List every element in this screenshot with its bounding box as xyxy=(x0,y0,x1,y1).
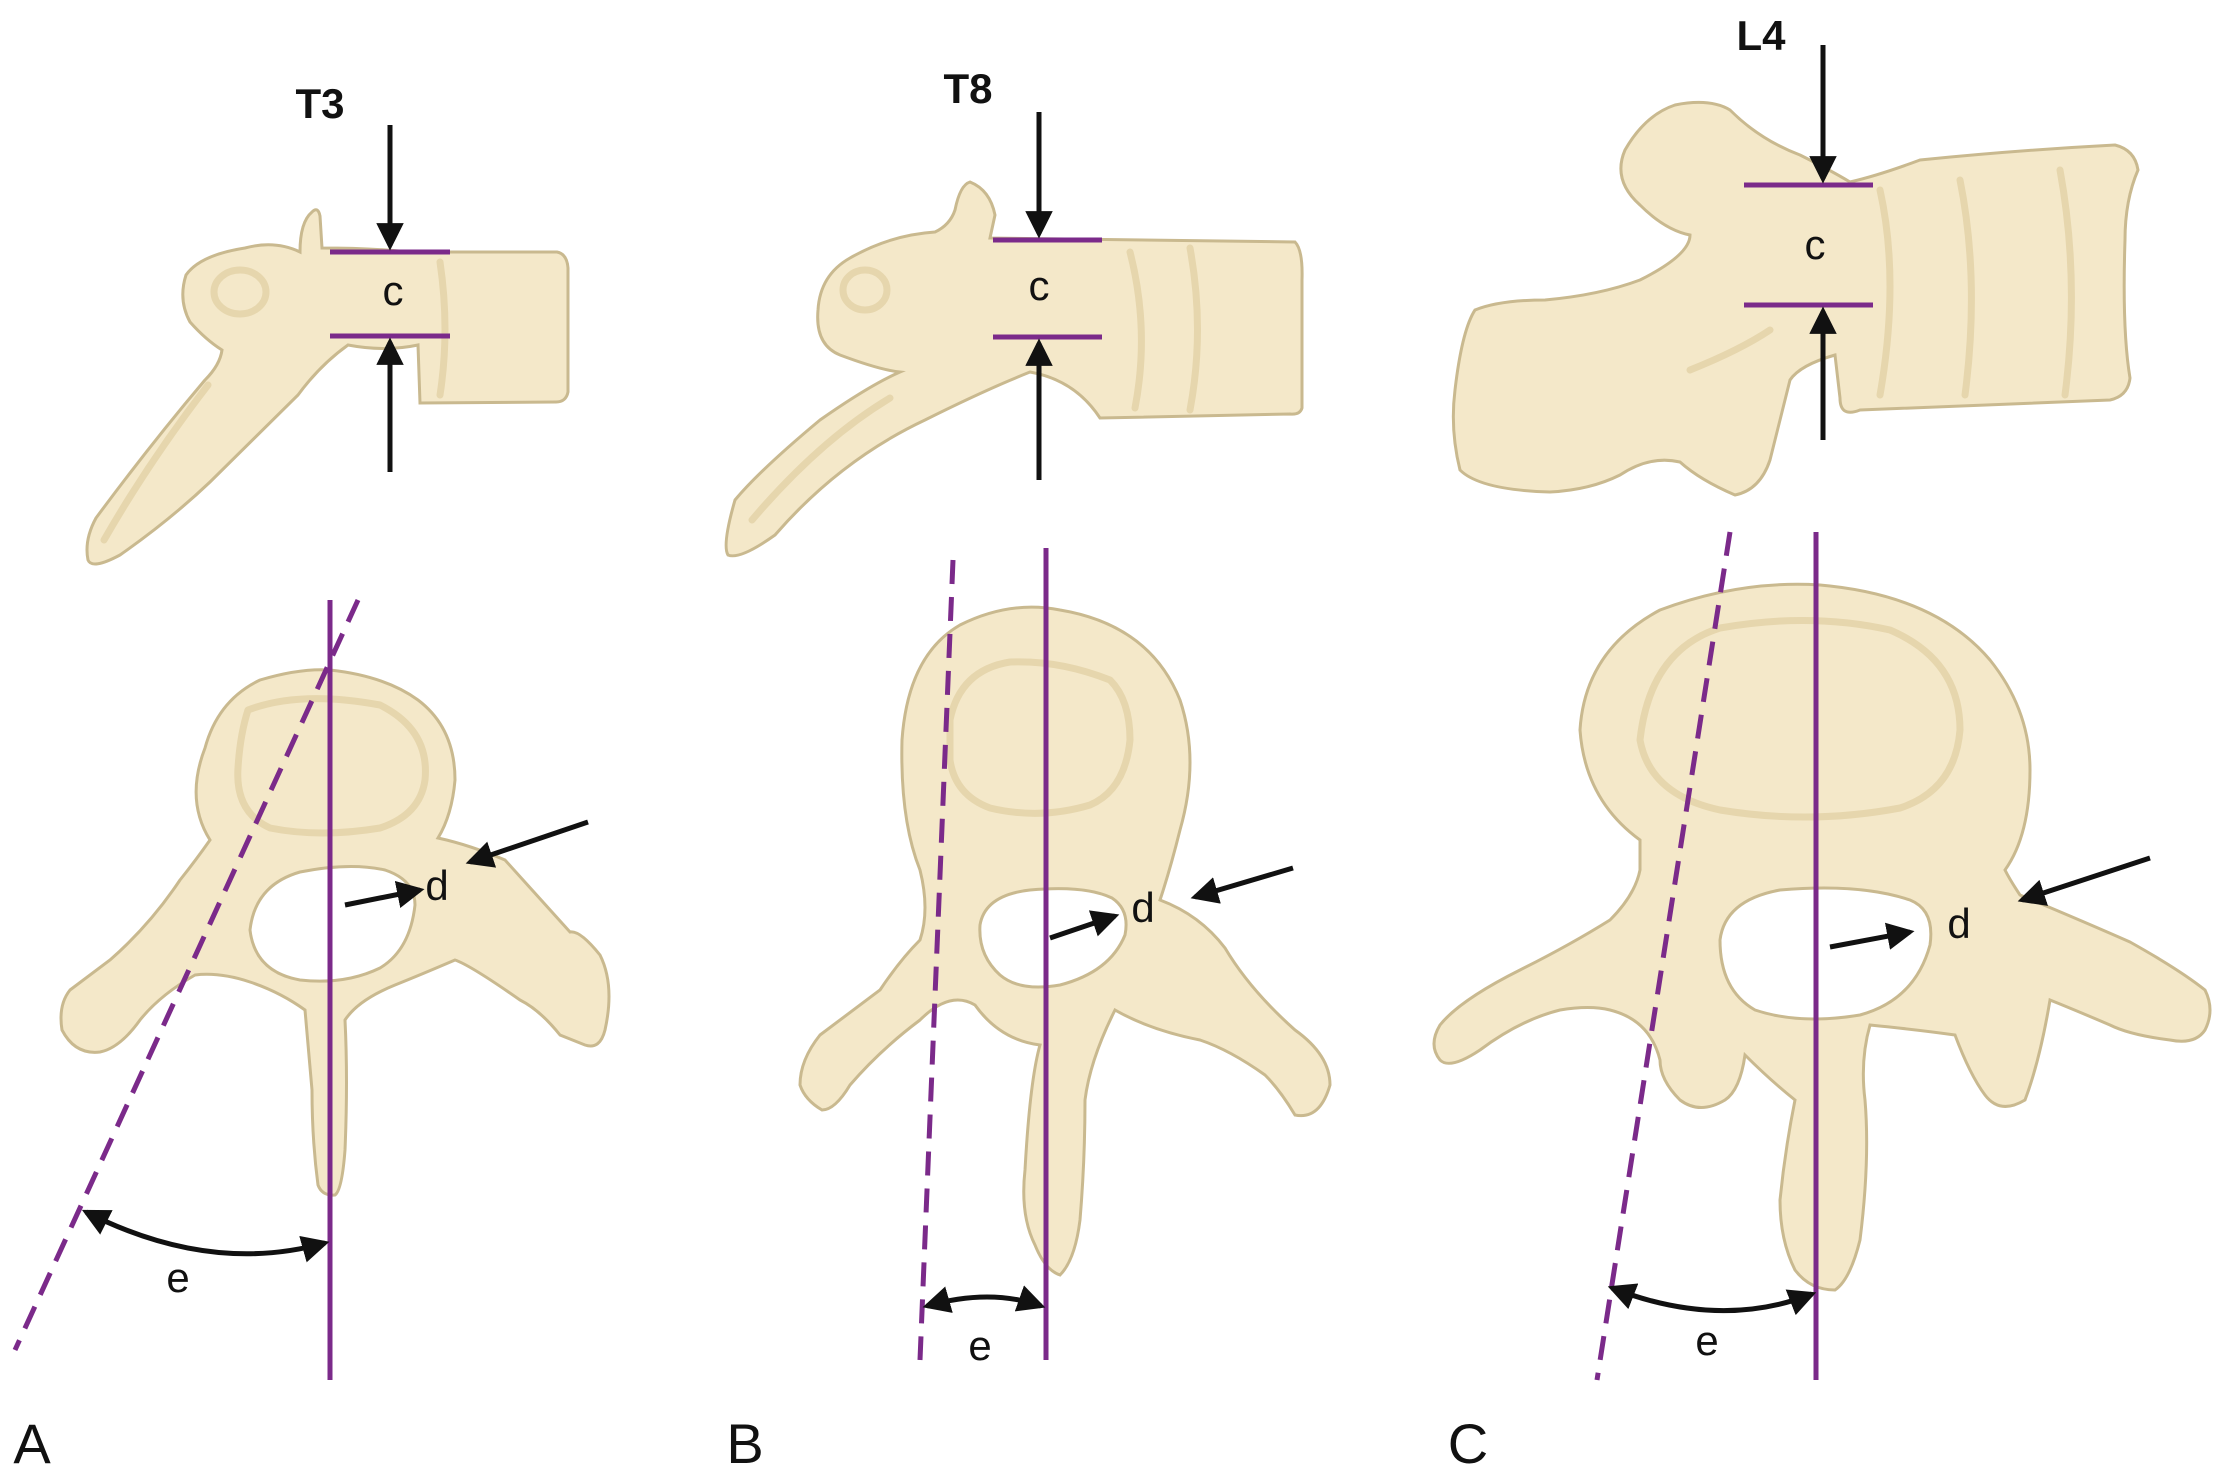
panel-b: T8 c d e B xyxy=(724,65,1332,1475)
panel-label-b: B xyxy=(726,1412,763,1475)
panel-c: L4 c d e C xyxy=(1432,12,2212,1475)
height-label-c-b: c xyxy=(1029,262,1050,309)
angle-label-e-a: e xyxy=(166,1254,189,1301)
l4-superior-view: d e xyxy=(1432,531,2212,1381)
angle-label-e-b: e xyxy=(968,1322,991,1369)
height-label-c-c: c xyxy=(1805,221,1826,268)
vertebra-label-t8: T8 xyxy=(943,65,992,112)
vertebra-label-t3: T3 xyxy=(295,80,344,127)
panel-label-c: C xyxy=(1448,1412,1488,1475)
t8-superior-view: d e xyxy=(798,548,1332,1369)
width-label-d-a: d xyxy=(425,862,448,909)
height-label-c-a: c xyxy=(383,267,404,314)
width-label-d-b: d xyxy=(1131,884,1154,931)
t8-lateral-view: T8 c xyxy=(724,65,1304,558)
angle-label-e-c: e xyxy=(1695,1317,1718,1364)
panel-label-a: A xyxy=(13,1412,51,1475)
width-label-d-c: d xyxy=(1947,900,1970,947)
l4-lateral-view: L4 c xyxy=(1451,12,2140,497)
t3-superior-view: d e xyxy=(12,598,611,1380)
vertebra-label-l4: L4 xyxy=(1736,12,1786,59)
t3-lateral-view: T3 c xyxy=(85,80,570,566)
panel-a: T3 c d e A xyxy=(12,80,611,1475)
